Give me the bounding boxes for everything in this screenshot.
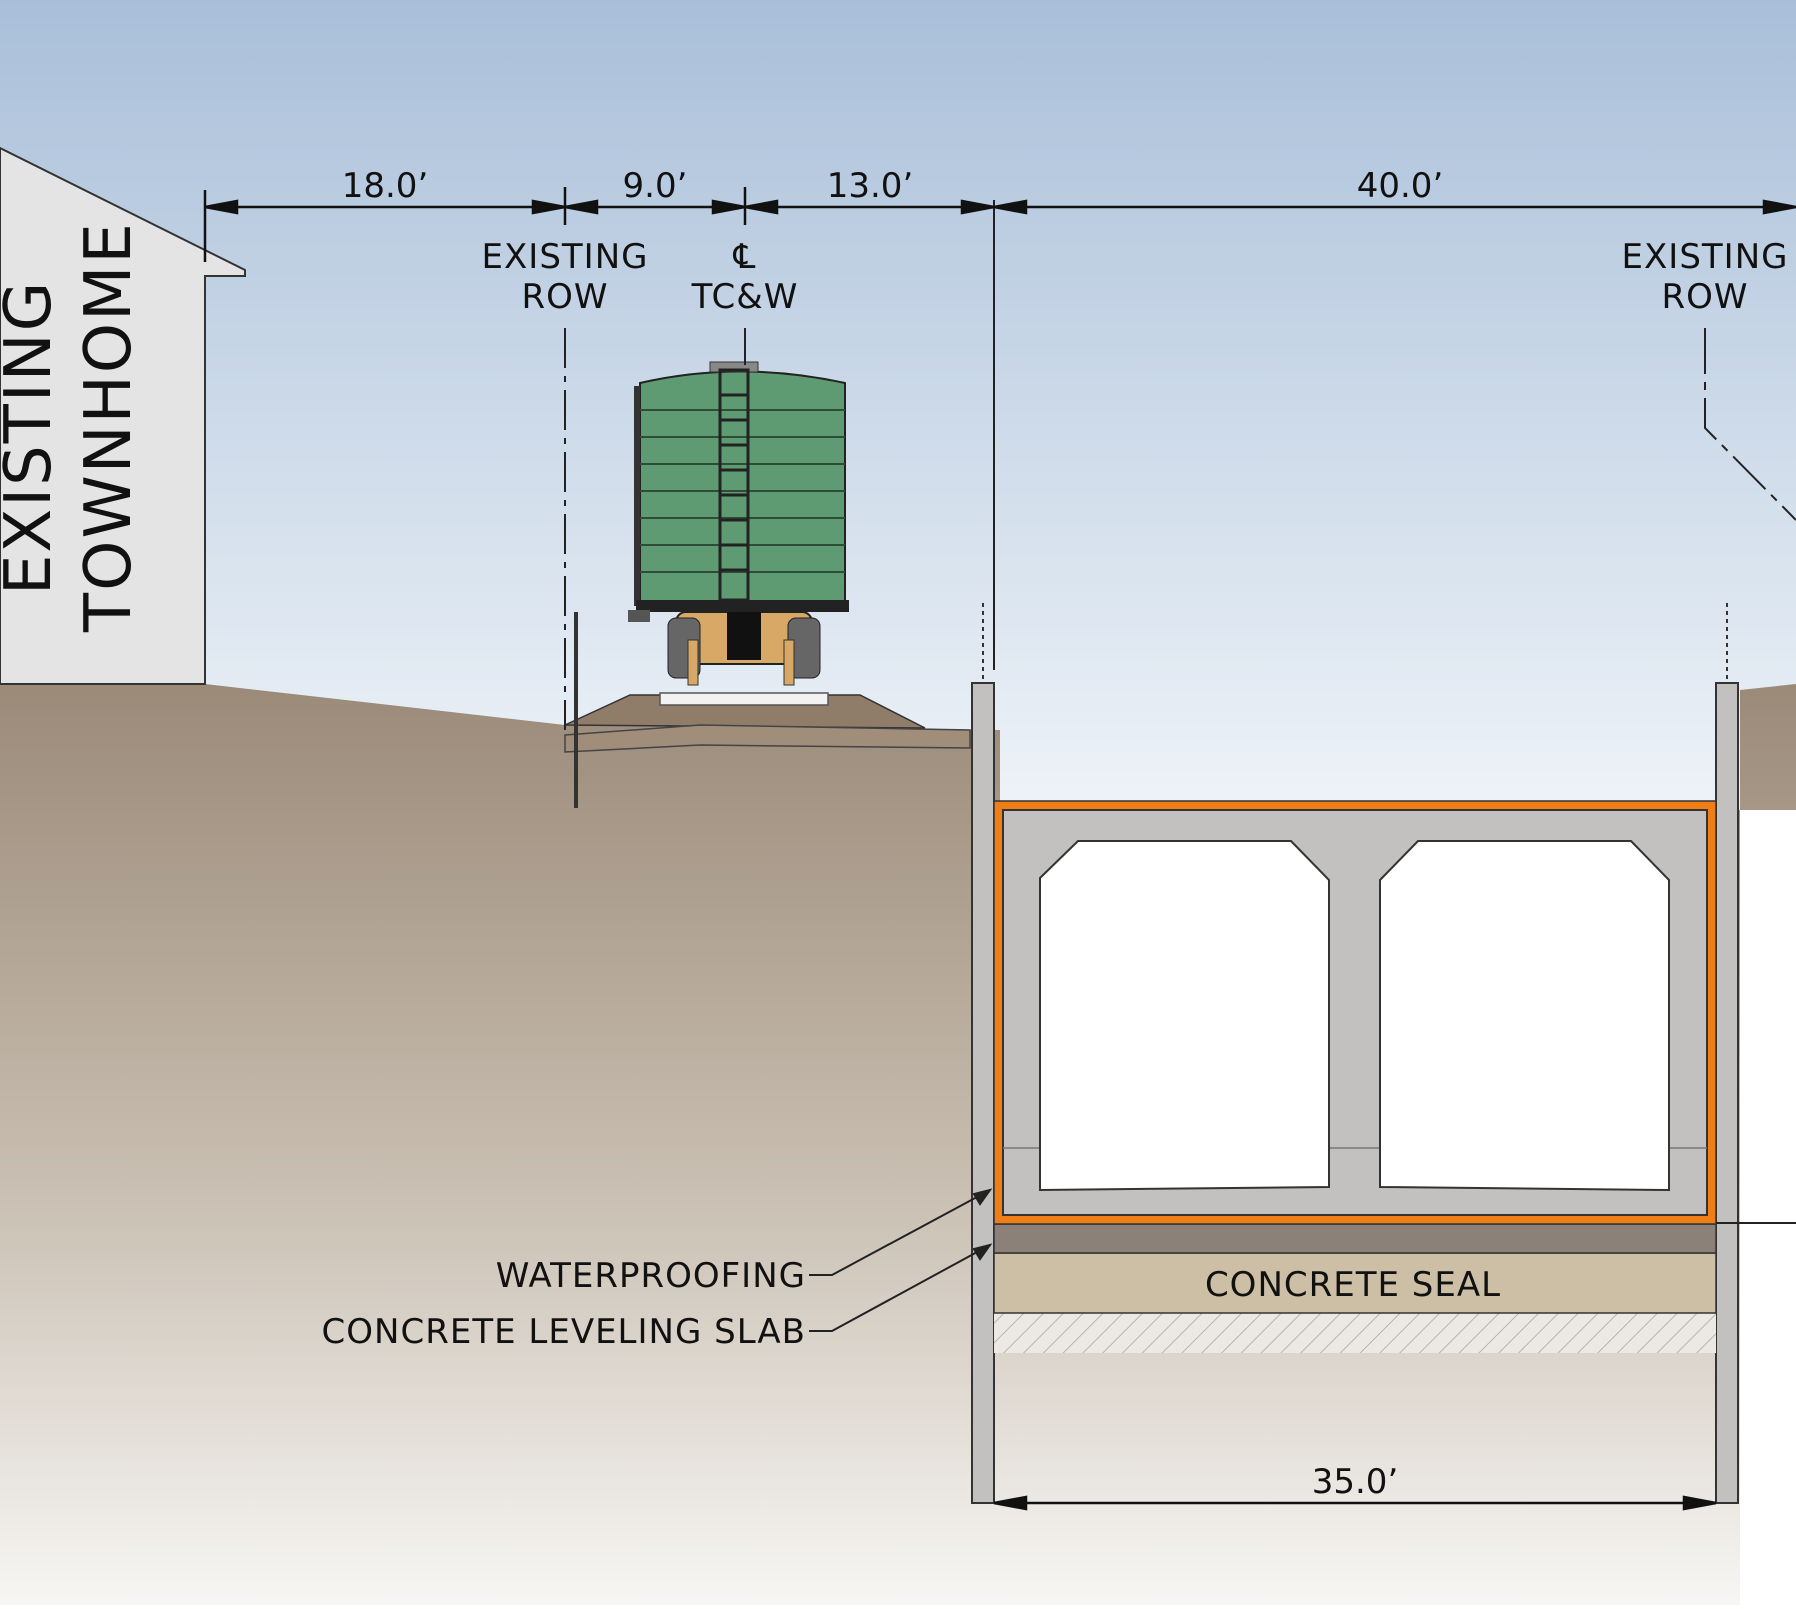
centerline-symbol: ℄: [733, 237, 757, 277]
box-cell-left: [1039, 840, 1330, 1192]
townhome-label-line2: TOWNHOME: [72, 221, 146, 633]
townhome-label-line1: EXISTING: [0, 280, 66, 595]
concrete-seal: [993, 1252, 1717, 1314]
dim-35: 35.0’: [1312, 1462, 1399, 1502]
row-left-label-2: ROW: [521, 277, 608, 317]
track-embankment: [564, 692, 971, 753]
row-right-label-2: ROW: [1661, 277, 1748, 317]
row-right-label-1: EXISTING: [1622, 237, 1789, 277]
row-right-leader: [1704, 328, 1796, 521]
callout-leaders: [809, 1188, 1796, 1332]
existing-townhome: EXISTING TOWNHOME: [0, 146, 246, 685]
dim-18: 18.0’: [342, 166, 429, 206]
subgrade-hatch: [994, 1313, 1716, 1353]
top-dimension-line: [203, 187, 1796, 262]
waterproofing-label: WATERPROOFING: [496, 1256, 806, 1296]
railcar: [628, 361, 849, 686]
box-cell-right: [1379, 840, 1670, 1192]
row-fence-post: [574, 612, 578, 808]
concrete-leveling-slab: [993, 1223, 1717, 1254]
box-width-dimension: [993, 1495, 1717, 1511]
concrete-seal-label: CONCRETE SEAL: [1205, 1265, 1501, 1305]
dim-40: 40.0’: [1357, 166, 1444, 206]
rail-tie: [659, 692, 829, 706]
leveling-slab-label: CONCRETE LEVELING SLAB: [322, 1312, 806, 1352]
dim-13: 13.0’: [827, 166, 914, 206]
centerline-label: TC&W: [691, 277, 799, 317]
dim-9: 9.0’: [623, 166, 688, 206]
support-walls: [971, 200, 1739, 1504]
sky: [0, 0, 1796, 810]
row-left-label-1: EXISTING: [482, 237, 649, 277]
